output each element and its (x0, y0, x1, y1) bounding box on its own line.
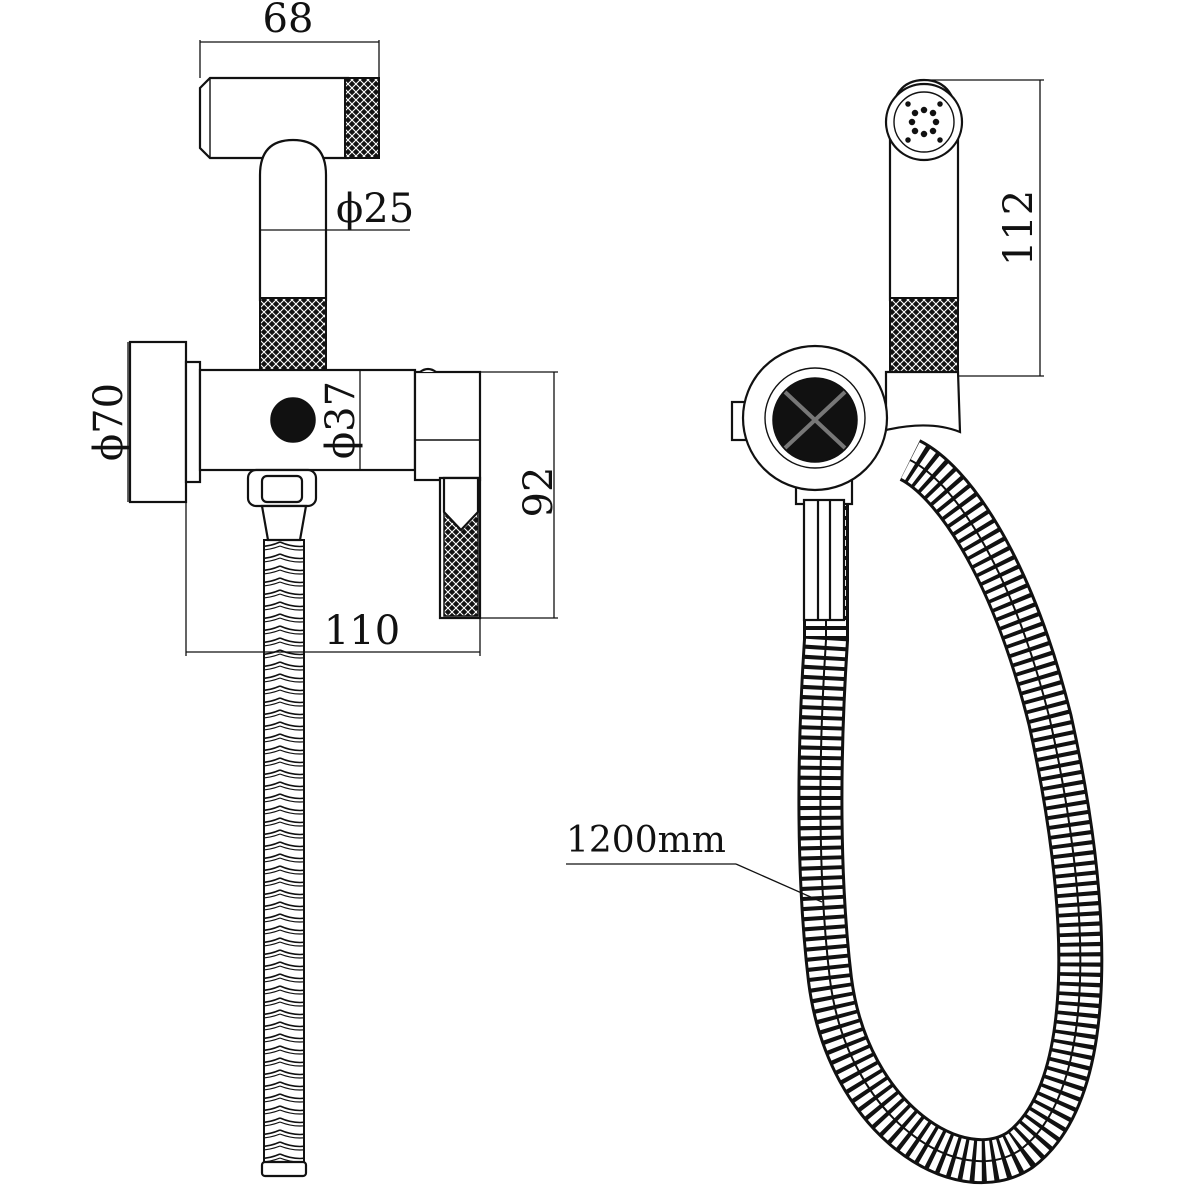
dim-92: 92 (480, 371, 562, 619)
holder-valve (730, 344, 962, 492)
sprayer-neck (258, 138, 328, 371)
dim-phi25: ϕ25 (260, 186, 414, 232)
dim-112: 112 (926, 79, 1044, 377)
dim-hose-length-label: 1200mm (566, 820, 726, 861)
dim-110: 110 (185, 482, 481, 656)
dim-phi37: ϕ37 (318, 370, 364, 470)
hose-connector-front (794, 468, 854, 622)
dim-hose-length: 1200mm (566, 820, 823, 903)
spray-nozzle-holes (905, 101, 943, 143)
sprayer-head (198, 76, 380, 160)
dim-92-label: 92 (516, 467, 562, 518)
dim-phi25-label: ϕ25 (336, 186, 414, 232)
valve-handle (438, 476, 482, 620)
dim-phi37-label: ϕ37 (318, 381, 364, 459)
dim-phi70: ϕ70 (86, 342, 132, 502)
hose-connector (246, 468, 318, 542)
wall-flange (128, 340, 202, 504)
front-view: 112 1200mm (566, 78, 1104, 1185)
hose-left (260, 539, 308, 1178)
hose-right (797, 439, 1104, 1185)
dim-68: 68 (199, 0, 380, 78)
sprayer-front (884, 78, 964, 377)
dim-68-label: 68 (263, 0, 314, 42)
dim-112-label: 112 (996, 190, 1042, 266)
dim-phi70-label: ϕ70 (86, 383, 132, 461)
valve-body (198, 367, 482, 482)
side-view: 68 ϕ25 ϕ70 ϕ37 92 110 (86, 0, 562, 1178)
dim-110-label: 110 (324, 608, 400, 654)
